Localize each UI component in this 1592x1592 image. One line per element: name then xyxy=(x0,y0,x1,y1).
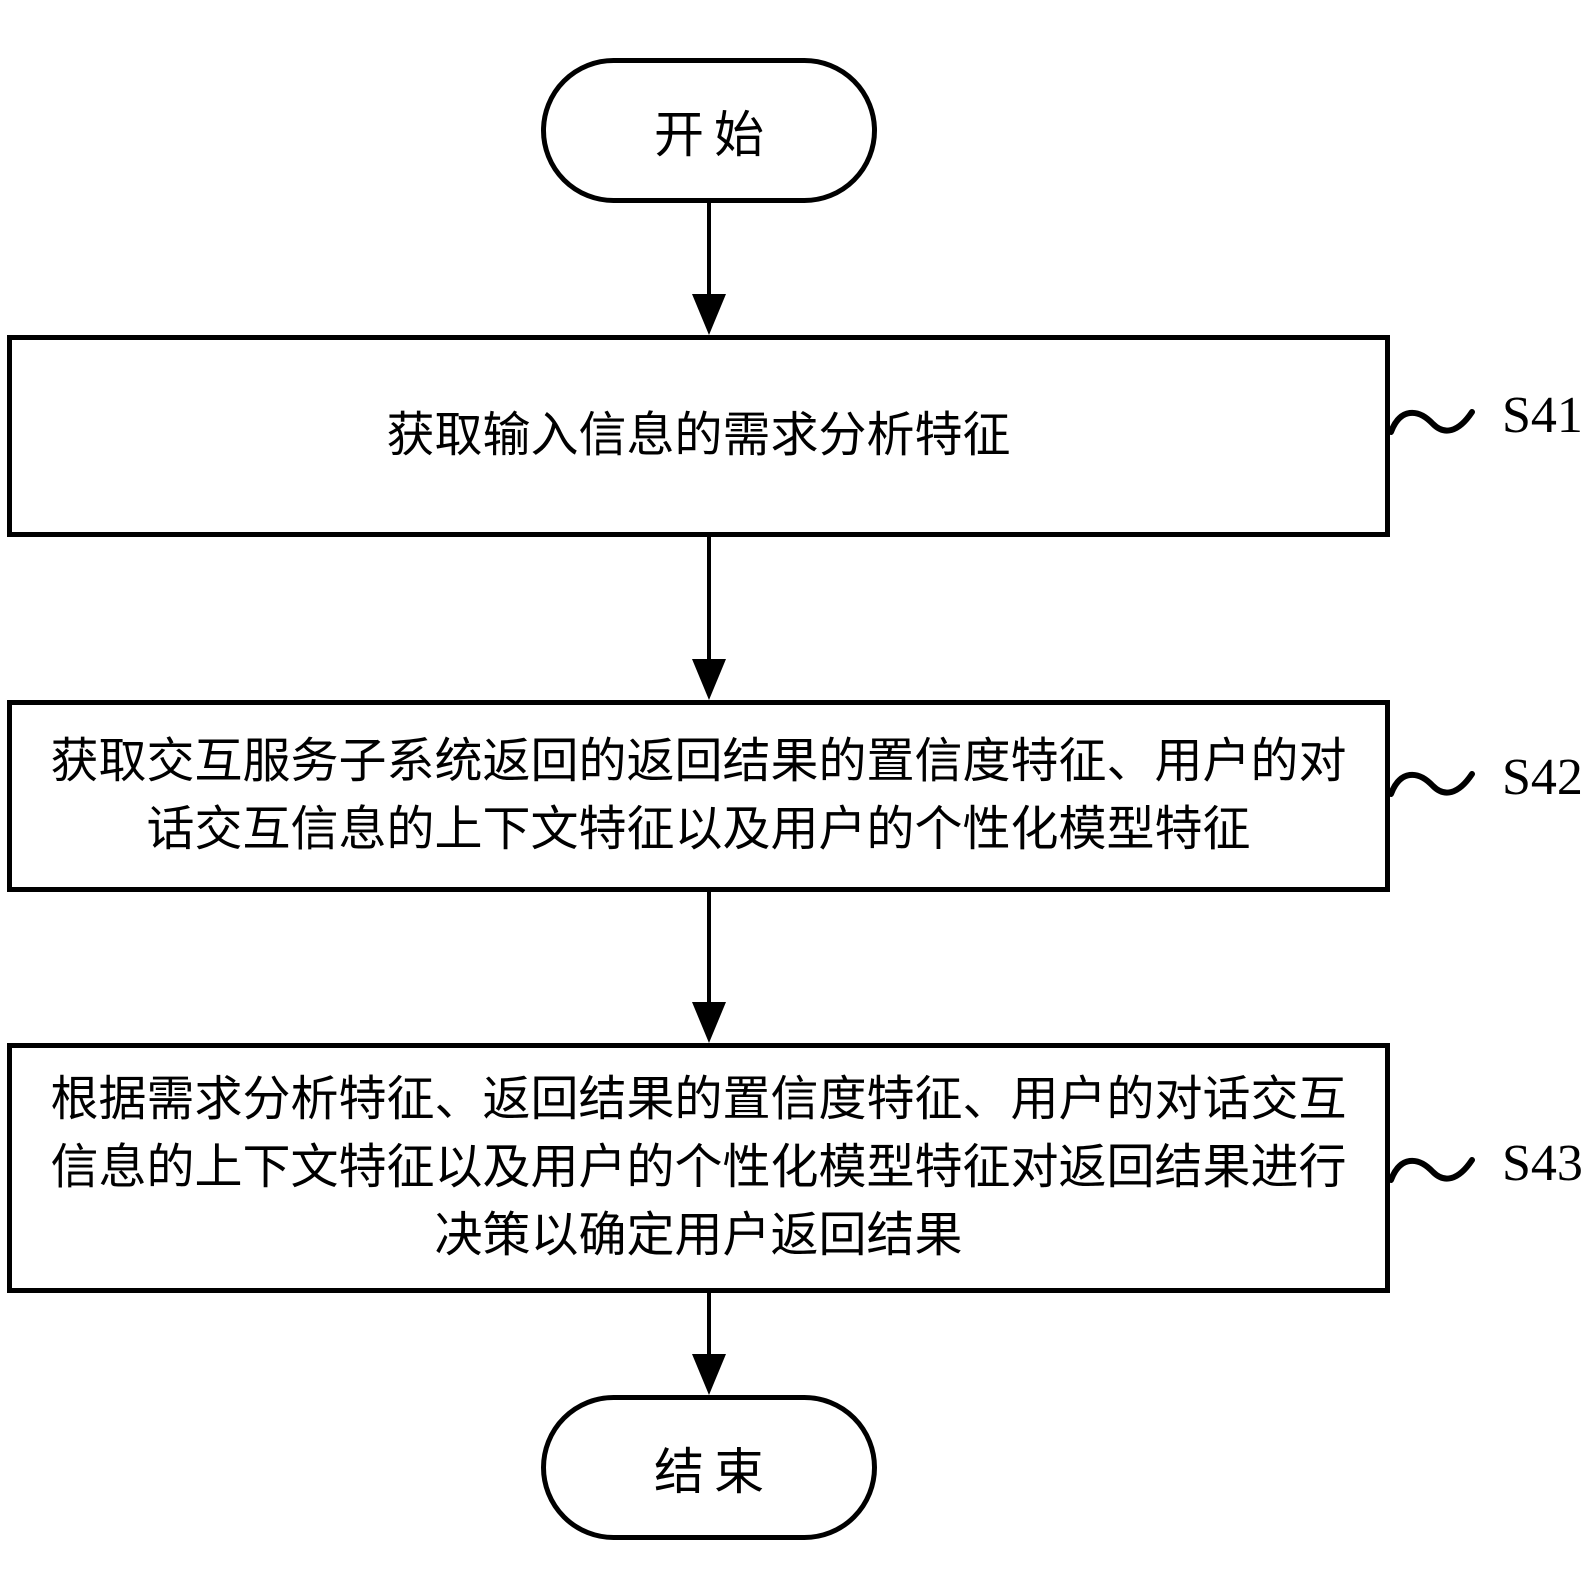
step-text-s42: 获取交互服务子系统返回的返回结果的置信度特征、用户的对 话交互信息的上下文特征以… xyxy=(33,728,1365,864)
flow-arrow-s43-to-end xyxy=(691,1292,727,1395)
step-box-s43: 根据需求分析特征、返回结果的置信度特征、用户的对话交互 信息的上下文特征以及用户… xyxy=(7,1043,1390,1293)
step-text-s41: 获取输入信息的需求分析特征 xyxy=(33,402,1365,470)
step-ref-label-s41: S41 xyxy=(1502,387,1583,444)
step-box-s42: 获取交互服务子系统返回的返回结果的置信度特征、用户的对 话交互信息的上下文特征以… xyxy=(7,700,1390,892)
tilde-connector-icon xyxy=(1388,771,1475,797)
arrow-shaft xyxy=(707,537,711,659)
step-text-line: 信息的上下文特征以及用户的个性化模型特征对返回结果进行 xyxy=(50,1141,1347,1194)
flow-arrow-start-to-s41 xyxy=(691,202,727,335)
flow-arrow-s42-to-s43 xyxy=(691,891,727,1043)
step-ref-s43: S43 xyxy=(1388,1135,1583,1200)
start-terminal: 开始 xyxy=(541,58,877,203)
arrow-head-icon xyxy=(692,294,726,335)
step-text-line: 决策以确定用户返回结果 xyxy=(434,1209,963,1262)
step-ref-s42: S42 xyxy=(1388,749,1583,814)
step-text-line: 获取交互服务子系统返回的返回结果的置信度特征、用户的对 xyxy=(50,735,1347,788)
arrow-shaft xyxy=(707,202,711,294)
arrow-head-icon xyxy=(692,1002,726,1043)
arrow-shaft xyxy=(707,1292,711,1354)
arrow-shaft xyxy=(707,891,711,1002)
step-ref-s41: S41 xyxy=(1388,387,1583,452)
start-terminal-label: 开始 xyxy=(654,106,774,163)
arrow-head-icon xyxy=(692,659,726,700)
step-box-s41: 获取输入信息的需求分析特征 xyxy=(7,335,1390,537)
tilde-connector-icon xyxy=(1388,1157,1475,1183)
end-terminal: 结束 xyxy=(541,1395,877,1540)
step-text-line: 获取输入信息的需求分析特征 xyxy=(386,409,1011,462)
end-terminal-label: 结束 xyxy=(654,1443,774,1500)
step-text-s43: 根据需求分析特征、返回结果的置信度特征、用户的对话交互 信息的上下文特征以及用户… xyxy=(33,1066,1365,1270)
step-text-line: 根据需求分析特征、返回结果的置信度特征、用户的对话交互 xyxy=(50,1073,1347,1126)
flow-arrow-s41-to-s42 xyxy=(691,537,727,700)
step-ref-label-s43: S43 xyxy=(1502,1135,1583,1192)
arrow-head-icon xyxy=(692,1354,726,1395)
step-ref-label-s42: S42 xyxy=(1502,749,1583,806)
tilde-connector-icon xyxy=(1388,409,1475,435)
step-text-line: 话交互信息的上下文特征以及用户的个性化模型特征 xyxy=(146,803,1251,856)
